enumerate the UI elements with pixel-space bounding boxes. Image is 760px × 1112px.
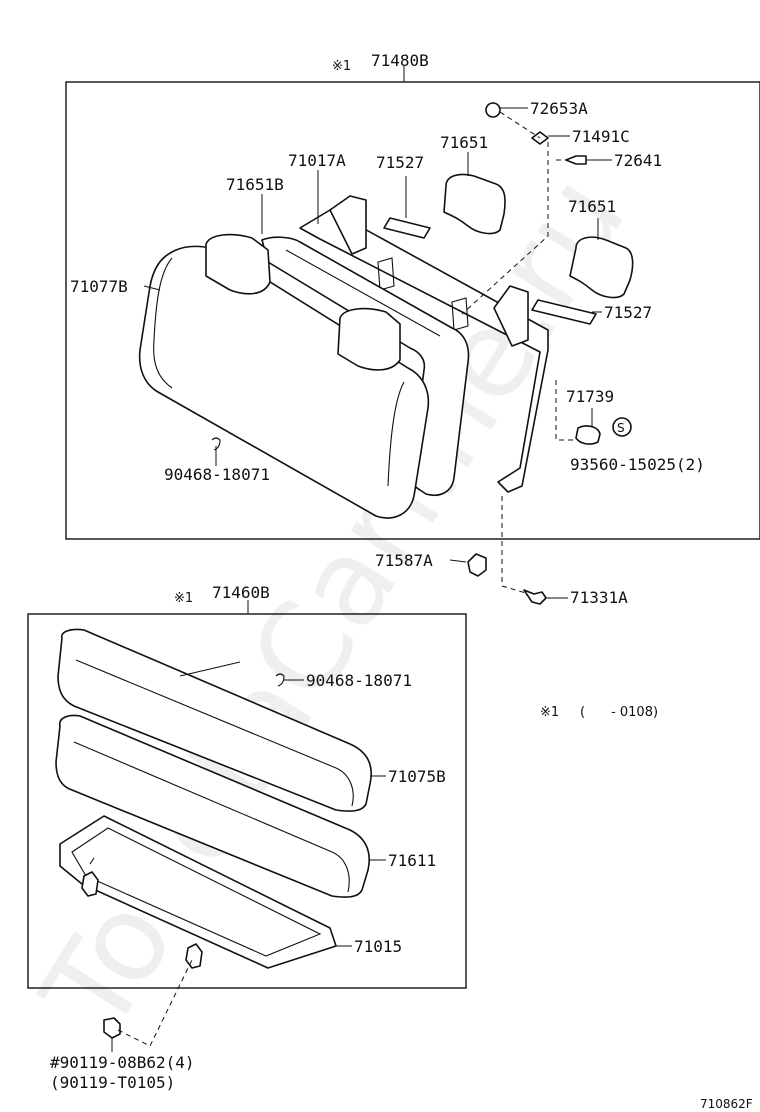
- dash-f: [117, 959, 193, 1047]
- svg-text:S: S: [617, 421, 625, 435]
- seat-cushion-71075B: [57, 628, 372, 812]
- cap-71739: [575, 425, 601, 445]
- label-71015[interactable]: 71015: [354, 937, 402, 956]
- label-71331A[interactable]: 71331A: [570, 588, 628, 607]
- note-range: ( - 0108): [580, 705, 658, 720]
- label-72653A[interactable]: 72653A: [530, 99, 588, 118]
- bolt-71331A: [523, 589, 547, 605]
- upper-assembly-box: [65, 81, 760, 540]
- hook-90468-upper: [211, 437, 221, 451]
- label-71587A[interactable]: 71587A: [375, 551, 433, 570]
- dash-d: [555, 380, 578, 441]
- dash-a: [499, 111, 541, 139]
- note-mark: ※1: [540, 705, 559, 720]
- hook-90468-lower: [275, 673, 285, 687]
- bolt-72641: [565, 155, 587, 165]
- label-71739[interactable]: 71739: [566, 387, 614, 406]
- headrest-71651B-left: [205, 233, 271, 295]
- reference-code: 710862F: [700, 1097, 753, 1111]
- headrest-front: [337, 307, 401, 371]
- s-mark: [612, 417, 632, 437]
- dash-b: [461, 142, 549, 315]
- label-71527-right[interactable]: 71527: [604, 303, 652, 322]
- seat-back-frame: [299, 195, 549, 493]
- label-71075B[interactable]: 71075B: [388, 767, 446, 786]
- label-93560[interactable]: 93560-15025(2): [570, 455, 705, 474]
- upper-assembly-mark: ※1: [332, 59, 351, 74]
- label-71651-right[interactable]: 71651: [568, 197, 616, 216]
- upper-assembly-part-no[interactable]: 71480B: [371, 51, 429, 70]
- label-90119-a[interactable]: #90119-08B62(4): [50, 1053, 195, 1072]
- dash-e: [501, 496, 537, 597]
- label-90468-lower[interactable]: 90468-18071: [306, 671, 412, 690]
- headrest-71651-top: [443, 173, 506, 235]
- lower-assembly-box: [27, 613, 467, 989]
- lower-assembly-mark: ※1: [174, 591, 193, 606]
- label-72641[interactable]: 72641: [614, 151, 662, 170]
- bolt-90119: [103, 1017, 121, 1039]
- label-71651B[interactable]: 71651B: [226, 175, 284, 194]
- strip-71527-right: [531, 299, 597, 325]
- clip-71587A: [467, 553, 487, 577]
- label-71017A[interactable]: 71017A: [288, 151, 346, 170]
- strip-71527-top: [383, 217, 431, 239]
- label-71611[interactable]: 71611: [388, 851, 436, 870]
- label-90119-b[interactable]: (90119-T0105): [50, 1073, 175, 1092]
- cushion-frame-71015: [59, 815, 337, 969]
- cap-72653A: [485, 102, 501, 118]
- label-71651-top[interactable]: 71651: [440, 133, 488, 152]
- label-71077B[interactable]: 71077B: [70, 277, 128, 296]
- lower-assembly-part-no[interactable]: 71460B: [212, 583, 270, 602]
- cushion-pad-71611: [55, 714, 370, 898]
- label-90468-upper[interactable]: 90468-18071: [164, 465, 270, 484]
- label-71527-top[interactable]: 71527: [376, 153, 424, 172]
- label-71491C[interactable]: 71491C: [572, 127, 630, 146]
- headrest-71651-right: [569, 236, 634, 299]
